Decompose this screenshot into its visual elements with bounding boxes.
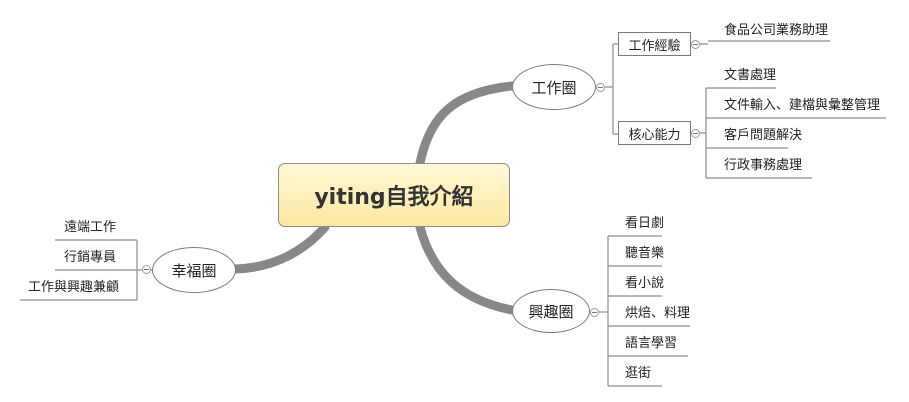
- work-collapse-icon[interactable]: [596, 83, 605, 92]
- core-skill-item[interactable]: 文書處理: [724, 68, 777, 83]
- central-topic[interactable]: yiting自我介紹: [278, 163, 510, 227]
- interest-item[interactable]: 烘焙、料理: [625, 306, 691, 321]
- interest-item[interactable]: 語言學習: [625, 336, 678, 351]
- interest-circle-label: 興趣圈: [528, 302, 574, 321]
- work-circle-label: 工作圈: [531, 78, 577, 97]
- happiness-collapse-icon[interactable]: [142, 265, 151, 274]
- happiness-circle-node[interactable]: 幸福圈: [152, 247, 236, 293]
- interest-item[interactable]: 逛街: [625, 366, 652, 381]
- core-skills-node[interactable]: 核心能力: [618, 121, 691, 145]
- work-experience-node[interactable]: 工作經驗: [618, 32, 691, 56]
- core-skill-item[interactable]: 客戶問題解決: [724, 128, 803, 143]
- happiness-item[interactable]: 行銷專員: [64, 250, 117, 265]
- central-topic-label: yiting自我介紹: [314, 185, 474, 210]
- work-experience-item[interactable]: 食品公司業務助理: [724, 23, 829, 38]
- branch-happiness-connector: [230, 222, 330, 274]
- interest-item[interactable]: 看日劇: [625, 216, 665, 231]
- happiness-item[interactable]: 遠端工作: [64, 220, 117, 235]
- core-skills-label: 核心能力: [628, 127, 681, 143]
- work-experience-label: 工作經驗: [628, 38, 681, 54]
- branch-work-connector: [415, 81, 517, 168]
- work-experience-collapse-icon[interactable]: [691, 40, 700, 49]
- core-skill-item[interactable]: 文件輸入、建檔與彙整管理: [724, 98, 881, 113]
- core-skills-collapse-icon[interactable]: [691, 129, 700, 138]
- happiness-circle-label: 幸福圈: [171, 261, 217, 280]
- interest-collapse-icon[interactable]: [590, 308, 599, 317]
- interest-circle-node[interactable]: 興趣圈: [512, 289, 590, 333]
- happiness-item[interactable]: 工作與興趣兼顧: [28, 280, 120, 295]
- work-circle-node[interactable]: 工作圈: [512, 64, 596, 110]
- interest-item[interactable]: 聽音樂: [625, 246, 665, 261]
- branch-interest-connector: [415, 222, 517, 315]
- interest-item[interactable]: 看小說: [625, 276, 665, 291]
- core-skill-item[interactable]: 行政事務處理: [724, 158, 803, 173]
